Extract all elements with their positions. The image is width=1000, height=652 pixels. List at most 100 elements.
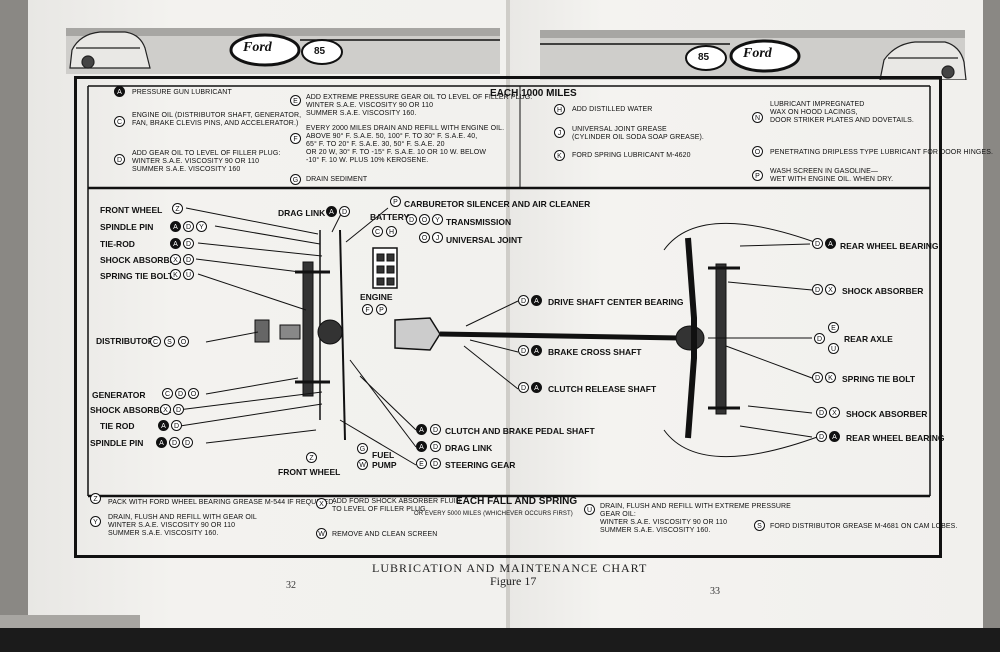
front-spring: [302, 261, 314, 397]
legend-key: G: [290, 174, 301, 185]
interval-bottom: EACH FALL AND SPRING: [456, 496, 578, 507]
label-transmission: TRANSMISSION: [446, 217, 512, 227]
differential: [675, 325, 705, 351]
callout-key: D: [430, 458, 441, 469]
callout-key: D: [339, 206, 350, 217]
label-distributor: DISTRIBUTOR: [96, 336, 154, 346]
transmission-illustration: [394, 317, 441, 351]
label-engine: ENGINE: [360, 292, 393, 302]
callout-key: O: [178, 336, 189, 347]
legend-key: Z: [90, 493, 101, 504]
label-shock-absorber-r: SHOCK ABSORBER: [842, 286, 924, 296]
legend-key: S: [754, 520, 765, 531]
label-rear-wheel-bearing: REAR WHEEL BEARING: [840, 241, 939, 251]
callout-key: O: [419, 214, 430, 225]
legend-key: F: [290, 133, 301, 144]
legend-key: A: [114, 86, 125, 97]
interval-top: EACH 1000 MILES: [490, 88, 577, 99]
label-tie-rod-2: TIE ROD: [100, 421, 135, 431]
label-drive-shaft: DRIVE SHAFT CENTER BEARING: [548, 297, 684, 307]
label-generator: GENERATOR: [92, 390, 146, 400]
callout-key: A: [531, 382, 542, 393]
drive-shaft: [439, 331, 681, 341]
legend-text: ADD DISTILLED WATER: [572, 106, 653, 113]
legend-text: ADD EXTREME PRESSURE GEAR OIL TO LEVEL O…: [306, 94, 533, 117]
model-right: 85: [698, 52, 710, 63]
callout-key: D: [175, 388, 186, 399]
callout-key: S: [164, 336, 175, 347]
legend-text: WASH SCREEN IN GASOLINE— WET WITH ENGINE…: [770, 168, 894, 183]
callout-key: D: [814, 333, 825, 344]
callout-key: A: [170, 221, 181, 232]
callout-key: A: [531, 295, 542, 306]
callout-key: A: [531, 345, 542, 356]
legend-text: EVERY 2000 MILES DRAIN AND REFILL WITH E…: [306, 125, 505, 164]
legend-key: U: [584, 504, 595, 515]
legend-key: X: [316, 498, 327, 509]
callout-key: G: [357, 443, 368, 454]
legend-key: N: [752, 112, 763, 123]
book-spine: [506, 0, 510, 628]
label-spring-tie-bolt-r: SPRING TIE BOLT: [842, 374, 916, 384]
ford-logo-right: [729, 39, 801, 73]
label-front-wheel: FRONT WHEEL: [100, 205, 163, 215]
label-tie-rod: TIE-ROD: [100, 239, 135, 249]
chart-frame: [74, 76, 942, 558]
steering-wheel-hub: [317, 319, 343, 345]
page-number-right: 33: [710, 586, 720, 597]
callout-key: E: [416, 458, 427, 469]
legend-key: Y: [90, 516, 101, 527]
brand-left: Ford: [243, 40, 272, 55]
callout-key: Z: [172, 203, 183, 214]
label-rear-axle: REAR AXLE: [844, 334, 893, 344]
callout-key: D: [518, 382, 529, 393]
callout-key: A: [416, 441, 427, 452]
legend-text: UNIVERSAL JOINT GREASE (CYLINDER OIL SOD…: [572, 126, 704, 141]
callout-key: E: [828, 322, 839, 333]
callout-key: C: [162, 388, 173, 399]
legend-text: DRAIN, FLUSH AND REFILL WITH GEAR OIL WI…: [108, 514, 257, 537]
callout-key: A: [825, 238, 836, 249]
car-illustration-left: [69, 31, 151, 69]
callout-key: A: [416, 424, 427, 435]
callout-key: Z: [306, 452, 317, 463]
left-page: [28, 0, 508, 628]
legend-text: PRESSURE GUN LUBRICANT: [132, 89, 232, 96]
callout-key: K: [825, 372, 836, 383]
label-front-wheel-2: FRONT WHEEL: [278, 467, 341, 477]
rear-spring: [715, 263, 727, 415]
callout-key: D: [169, 437, 180, 448]
legend-key: J: [554, 127, 565, 138]
callout-key: F: [362, 304, 373, 315]
callout-key: X: [825, 284, 836, 295]
legend-text: REMOVE AND CLEAN SCREEN: [332, 531, 438, 538]
callout-key: D: [812, 372, 823, 383]
callout-key: P: [376, 304, 387, 315]
label-clutch-brake: CLUTCH AND BRAKE PEDAL SHAFT: [445, 426, 595, 436]
label-clutch-release: CLUTCH RELEASE SHAFT: [548, 384, 657, 394]
callout-key: D: [430, 424, 441, 435]
figure-label: Figure 17: [490, 574, 537, 588]
page-number-left: 32: [286, 580, 296, 591]
legend-text: DRAIN, FLUSH AND REFILL WITH EXTREME PRE…: [600, 503, 791, 534]
callout-key: D: [183, 221, 194, 232]
callout-key: D: [812, 284, 823, 295]
label-spring-tie-bolt: SPRING TIE BOLT: [100, 271, 174, 281]
rear-axle-illustration: [685, 237, 697, 439]
callout-key: C: [372, 226, 383, 237]
label-universal-joint: UNIVERSAL JOINT: [446, 235, 523, 245]
label-spindle-pin: SPINDLE PIN: [100, 222, 154, 232]
chart-title: LUBRICATION AND MAINTENANCE CHART: [372, 561, 648, 575]
callout-key: D: [173, 404, 184, 415]
callout-key: D: [816, 431, 827, 442]
label-shock-absorber: SHOCK ABSORBER: [100, 255, 182, 265]
legend-key: K: [554, 150, 565, 161]
callout-key: P: [390, 196, 401, 207]
legend-text: PENETRATING DRIPLESS TYPE LUBRICANT FOR …: [770, 149, 994, 156]
brand-right: Ford: [743, 46, 772, 61]
callout-key: Y: [196, 221, 207, 232]
legend-text: ADD FORD SHOCK ABSORBER FLUID TO LEVEL O…: [332, 498, 461, 513]
label-brake-cross: BRAKE CROSS SHAFT: [548, 347, 642, 357]
callout-key: D: [518, 345, 529, 356]
callout-key: D: [812, 238, 823, 249]
